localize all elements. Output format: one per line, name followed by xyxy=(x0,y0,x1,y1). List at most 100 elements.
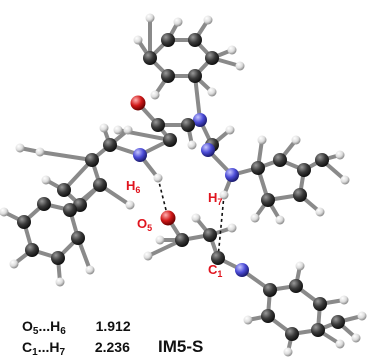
atom-carbon xyxy=(261,309,275,323)
atom-carbon xyxy=(71,231,85,245)
atom-carbon xyxy=(297,163,311,177)
atom-carbon xyxy=(51,251,65,265)
atom-carbon xyxy=(331,315,345,329)
hbond-layer xyxy=(157,177,225,259)
atom-carbon xyxy=(289,279,303,293)
atom-carbon xyxy=(161,33,175,47)
atom-hydrogen xyxy=(283,347,293,357)
atom-carbon xyxy=(311,323,325,337)
distance-value: 2.236 xyxy=(94,339,130,355)
atom-hydrogen xyxy=(339,295,349,305)
atom-hydrogen xyxy=(291,135,301,145)
atom-oxygen xyxy=(160,210,176,226)
atom-carbon xyxy=(315,153,329,167)
atom-hydrogen xyxy=(41,175,51,185)
atom-carbon xyxy=(161,69,175,83)
atom-nitrogen xyxy=(193,113,207,127)
distance-row-o5-h6: O5...H6 1.912 xyxy=(22,318,131,337)
atom-hydrogen xyxy=(15,143,25,153)
atom-hydrogen xyxy=(145,13,155,23)
atom-hydrogen xyxy=(207,87,217,97)
atom-carbon xyxy=(17,215,31,229)
atom-carbon xyxy=(175,233,189,247)
atom-oxygen xyxy=(130,95,146,111)
atom-carbon xyxy=(63,203,77,217)
atom-carbon xyxy=(181,118,195,132)
atom-nitrogen xyxy=(201,143,215,157)
atom-hydrogen xyxy=(191,213,201,223)
atom-hydrogen xyxy=(227,45,237,55)
atom-hydrogen xyxy=(113,125,123,135)
atom-hydrogen xyxy=(123,125,133,135)
atom-carbon xyxy=(25,243,39,257)
atom-hydrogen xyxy=(203,15,213,25)
atom-hydrogen xyxy=(85,265,95,275)
atom-hydrogen xyxy=(0,207,9,217)
atom-hydrogen xyxy=(9,259,19,269)
atom-carbon xyxy=(211,251,225,265)
atom-hydrogen xyxy=(173,17,183,27)
atom-carbon xyxy=(261,193,275,207)
atom-hydrogen xyxy=(351,333,361,343)
distance-value: 1.912 xyxy=(95,318,131,334)
atom-carbon xyxy=(188,33,202,47)
atom-hydrogen xyxy=(227,223,237,233)
atom-hydrogen xyxy=(187,140,197,150)
atom-carbon xyxy=(57,183,71,197)
atom-carbon xyxy=(85,153,99,167)
atom-hydrogen xyxy=(125,200,135,210)
hydrogen-bond xyxy=(217,194,225,259)
atom-carbon xyxy=(263,283,277,297)
hydrogen-bond xyxy=(157,177,169,219)
atom-nitrogen xyxy=(225,168,239,182)
bond xyxy=(193,74,202,122)
label-h6: H6 xyxy=(126,178,140,195)
atom-hydrogen xyxy=(250,213,260,223)
atom-carbon xyxy=(93,178,107,192)
atom-nitrogen xyxy=(133,148,147,162)
atom-hydrogen xyxy=(275,215,285,225)
atom-hydrogen xyxy=(143,251,153,261)
atom-hydrogen xyxy=(133,35,143,45)
atom-carbon xyxy=(293,188,307,202)
atom-carbon xyxy=(313,297,327,311)
bonds-layer xyxy=(2,16,364,354)
atom-carbon xyxy=(151,118,165,132)
atom-carbon xyxy=(285,327,299,341)
atom-hydrogen xyxy=(335,150,345,160)
atom-hydrogen xyxy=(243,315,253,325)
atom-hydrogen xyxy=(153,173,163,183)
atom-hydrogen xyxy=(155,235,165,245)
atom-hydrogen xyxy=(225,125,235,135)
atom-nitrogen xyxy=(235,263,249,277)
label-h7: H7 xyxy=(208,190,222,207)
structure-name: IM5-S xyxy=(158,337,204,356)
atoms-layer xyxy=(0,13,367,357)
distance-row-c1-h7: C1...H7 2.236 xyxy=(22,339,130,358)
bond xyxy=(38,150,94,162)
atom-hydrogen xyxy=(295,261,305,271)
atom-hydrogen xyxy=(35,147,45,157)
label-o5: O5 xyxy=(137,216,152,233)
atom-carbon xyxy=(37,197,51,211)
atom-carbon xyxy=(273,153,287,167)
label-c1: C1 xyxy=(208,262,222,279)
atom-hydrogen xyxy=(335,339,345,349)
atom-hydrogen xyxy=(150,90,160,100)
atom-hydrogen xyxy=(257,135,267,145)
atom-hydrogen xyxy=(357,311,367,321)
atom-carbon xyxy=(188,69,202,83)
atom-carbon xyxy=(205,51,219,65)
atom-carbon xyxy=(251,161,265,175)
atom-carbon xyxy=(143,51,157,65)
atom-carbon xyxy=(163,133,177,147)
atom-hydrogen xyxy=(235,61,245,71)
atom-hydrogen xyxy=(99,123,109,133)
atom-hydrogen xyxy=(340,175,350,185)
atom-carbon xyxy=(103,138,117,152)
atom-carbon xyxy=(203,228,217,242)
atom-hydrogen xyxy=(219,190,229,200)
atom-hydrogen xyxy=(55,277,65,287)
atom-hydrogen xyxy=(315,207,325,217)
